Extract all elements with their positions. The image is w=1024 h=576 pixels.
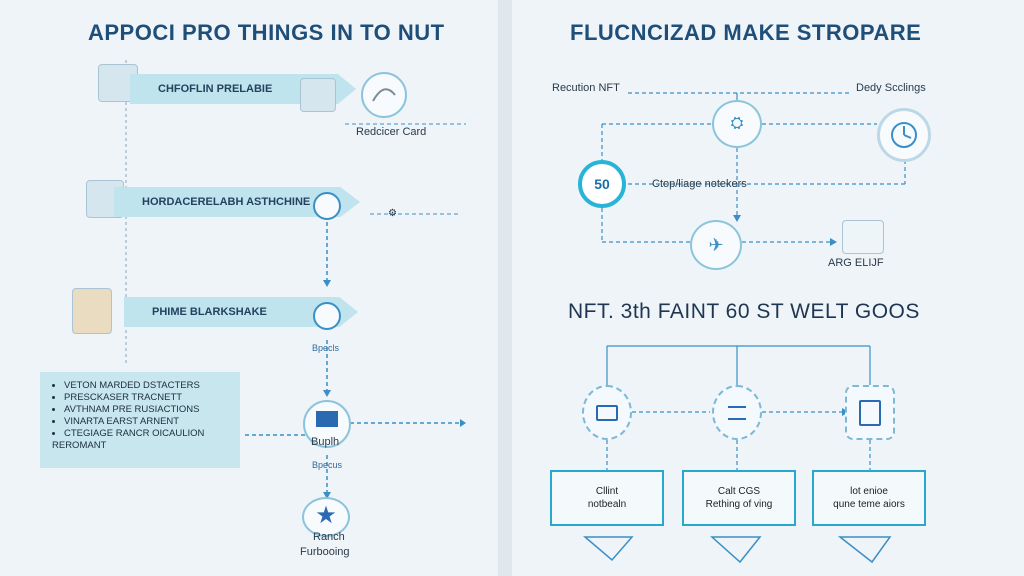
- label-top-left: Recution NFT: [552, 82, 620, 94]
- printer-icon: [582, 385, 632, 440]
- reducer-label: Redcicer Card: [356, 126, 427, 138]
- count-badge: 50: [578, 160, 626, 208]
- hub-icon: ⛭: [712, 100, 762, 148]
- result-box-1: Cllint notbealn: [550, 470, 664, 526]
- build-label: Buplh: [311, 436, 340, 448]
- device-icon: [300, 78, 336, 112]
- result-box-1-line-1: Cllint: [595, 486, 619, 497]
- list-footer: REROMANT: [52, 440, 107, 451]
- reducer-icon: [361, 72, 407, 118]
- step-tiny-label-2: Bpecus: [312, 460, 343, 470]
- right-title: FLUCNCIZAD MAKE STROPARE: [570, 20, 922, 45]
- panel-divider: [498, 0, 512, 576]
- ranch-label: Ranch: [313, 531, 345, 543]
- result-box-3-line-1: lot enioe: [850, 486, 888, 497]
- label-mid: Ctop/liage notekers: [652, 178, 747, 190]
- worker-avatar-2: [313, 302, 341, 330]
- worker-avatar-1: [313, 192, 341, 220]
- result-box-2: Calt CGS Rething of ving: [682, 470, 796, 526]
- list-item: PRESCKASER TRACNETT: [64, 392, 230, 404]
- list-item: VINARTA EARST ARNENT: [64, 416, 230, 428]
- paper-plane-icon: ✈: [690, 220, 742, 270]
- furbooing-label: Furbooing: [300, 546, 350, 558]
- result-box-2-line-1: Calt CGS: [717, 486, 761, 497]
- clock-icon: [877, 108, 931, 162]
- id-card-icon: [845, 385, 895, 440]
- right-subtitle: NFT. 3th FAINT 60 ST WELT GOOS: [568, 300, 920, 323]
- star-icon: ★: [302, 497, 350, 537]
- list-item: AVTHNAM PRE RUSIACTIONS: [64, 404, 230, 416]
- result-box-3: lot enioe qune teme aiors: [812, 470, 926, 526]
- left-title: APPOCI PRO THINGS IN TO NUT: [88, 20, 445, 45]
- list-item: VETON MARDED DSTACTERS: [64, 380, 230, 392]
- result-box-1-line-2: notbealn: [587, 499, 627, 510]
- result-box-2-line-2: Rething of ving: [705, 499, 773, 510]
- step-tiny-label-1: Bpecls: [312, 343, 340, 353]
- gear-glyph-icon: ⚙: [388, 208, 397, 219]
- result-box-3-line-2: qune teme aiors: [833, 499, 905, 510]
- list-item: CTEGIAGE RANCR OICAULION: [64, 428, 230, 440]
- document-icon: [72, 288, 112, 334]
- label-top-right: Dedy Scclings: [856, 82, 926, 94]
- list-icon: [712, 385, 762, 440]
- hand-icon: [842, 220, 884, 254]
- label-bottom: ARG ELIJF: [828, 257, 884, 269]
- notes-list: VETON MARDED DSTACTERS PRESCKASER TRACNE…: [40, 372, 240, 468]
- build-icon: [303, 400, 351, 448]
